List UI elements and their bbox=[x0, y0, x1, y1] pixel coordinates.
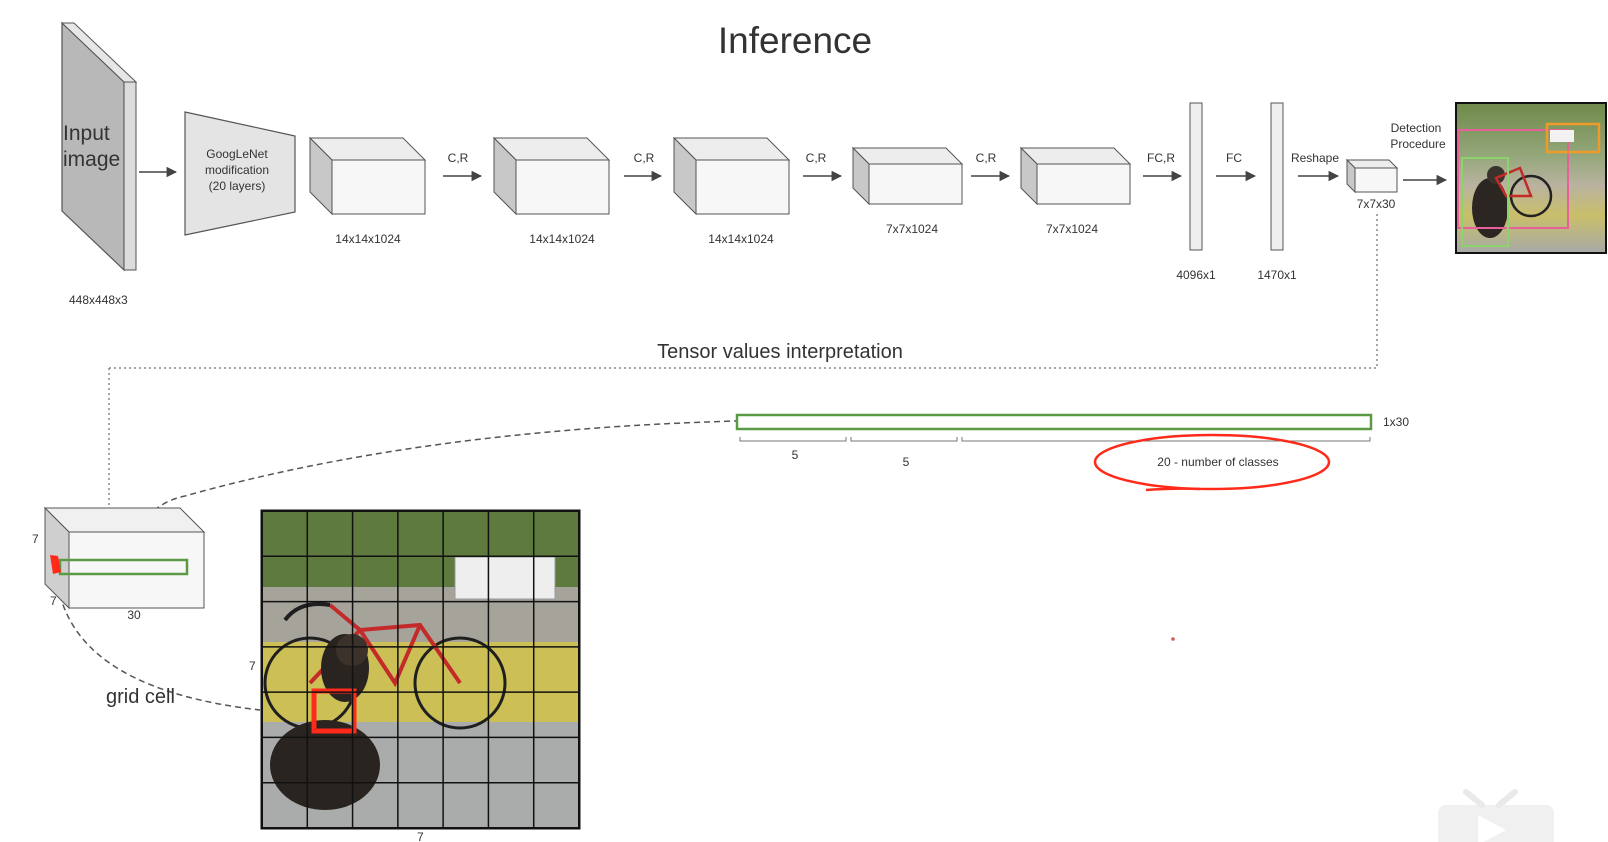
classes-label: 20 - number of classes bbox=[1157, 455, 1278, 469]
cube-dim-w: 7 bbox=[50, 594, 57, 608]
arrow-label-fc: FC bbox=[1226, 151, 1242, 165]
arrow-label-cr-3: C,R bbox=[806, 151, 827, 165]
input-image-plate bbox=[60, 21, 138, 272]
brace-segment-classes bbox=[961, 437, 1371, 442]
tensor-vector-label: 1x30 bbox=[1383, 415, 1409, 429]
detection-line1: Detection bbox=[1391, 121, 1442, 135]
googlenet-line2: modification bbox=[205, 163, 269, 177]
output-tensor-size: 7x7x30 bbox=[1357, 197, 1396, 211]
brace-segment-1 bbox=[739, 437, 847, 442]
grid-dim-left: 7 bbox=[249, 659, 256, 673]
input-label-line2: image bbox=[63, 148, 120, 171]
output-tensor-block bbox=[1345, 158, 1399, 194]
conv-block-2-size: 14x14x1024 bbox=[529, 232, 595, 246]
googlenet-line1: GoogLeNet bbox=[206, 147, 268, 161]
play-watermark-icon[interactable] bbox=[1438, 789, 1554, 842]
conv-block-1-size: 14x14x1024 bbox=[335, 232, 401, 246]
tensor-vector-1x30 bbox=[735, 413, 1373, 431]
fc-layer-1470 bbox=[1270, 102, 1284, 251]
detection-result-image bbox=[1455, 102, 1607, 254]
googlenet-line3: (20 layers) bbox=[209, 179, 266, 193]
annotation-dot bbox=[1171, 637, 1175, 641]
conv-block-3 bbox=[672, 136, 791, 216]
arrow-label-cr-2: C,R bbox=[634, 151, 655, 165]
brace-segment-2 bbox=[850, 437, 958, 442]
grid-dim-bottom: 7 bbox=[417, 830, 424, 842]
arrow-label-cr-4: C,R bbox=[976, 151, 997, 165]
conv-block-5-size: 7x7x1024 bbox=[1046, 222, 1098, 236]
input-label-line1: Input bbox=[63, 122, 110, 145]
conv-block-4-size: 7x7x1024 bbox=[886, 222, 938, 236]
fc-layer-1470-size: 1470x1 bbox=[1257, 268, 1297, 282]
fc-layer-4096 bbox=[1189, 102, 1203, 251]
tensor-section-title: Tensor values interpretation bbox=[657, 341, 903, 363]
classes-highlight-underline bbox=[1145, 487, 1201, 492]
input-size-label: 448x448x3 bbox=[69, 293, 128, 307]
cube-dim-d: 30 bbox=[127, 608, 141, 622]
conv-block-2 bbox=[492, 136, 611, 216]
segment-2-label: 5 bbox=[903, 455, 910, 469]
grid-image bbox=[260, 509, 581, 830]
googlenet-block bbox=[184, 111, 296, 236]
conv-block-4 bbox=[851, 146, 964, 206]
conv-block-5 bbox=[1019, 146, 1132, 206]
page-title: Inference bbox=[718, 20, 872, 61]
classes-highlight-circle bbox=[1093, 433, 1331, 491]
arrow-label-fc-r: FC,R bbox=[1147, 151, 1175, 165]
segment-1-label: 5 bbox=[792, 448, 799, 462]
grid-tensor-cube bbox=[43, 506, 206, 610]
detection-line2: Procedure bbox=[1390, 137, 1446, 151]
grid-cell-label: grid cell bbox=[106, 686, 175, 708]
conv-block-1 bbox=[308, 136, 427, 216]
arrow-label-reshape: Reshape bbox=[1291, 151, 1339, 165]
conv-block-3-size: 14x14x1024 bbox=[708, 232, 774, 246]
arrow-label-cr-1: C,R bbox=[448, 151, 469, 165]
grid-lines bbox=[262, 511, 579, 828]
cube-dim-h: 7 bbox=[32, 532, 39, 546]
fc-layer-4096-size: 4096x1 bbox=[1176, 268, 1216, 282]
dashed-curve-grid-cell bbox=[59, 594, 261, 711]
